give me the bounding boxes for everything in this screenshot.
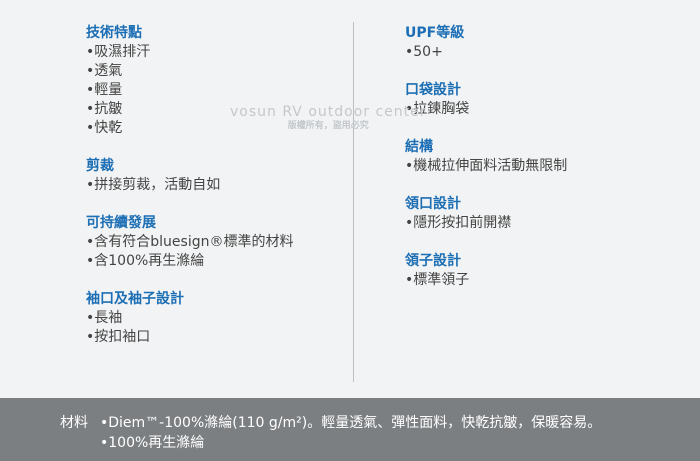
section-features: 技術特點 •吸濕排汗 •透氣 •輕量 •抗皺 •快乾 — [86, 24, 346, 138]
feature-item: •抗皺 — [86, 101, 123, 117]
feature-item: •標準領子 — [405, 272, 470, 288]
feature-item: •吸濕排汗 — [86, 44, 151, 60]
section-title: 剪裁 — [86, 158, 114, 174]
section-structure: 結構 •機械拉伸面料活動無限制 — [405, 138, 690, 176]
section-collar: 領子設計 •標準領子 — [405, 252, 690, 290]
section-title: 口袋設計 — [405, 82, 461, 98]
feature-item: •快乾 — [86, 120, 123, 136]
materials-footer: 材料 •Diem™-100%滌綸(110 g/m²)。輕量透氣、彈性面料，快乾抗… — [0, 398, 700, 461]
section-neckline: 領口設計 •隱形按扣前開襟 — [405, 195, 690, 233]
section-upf: UPF等級 •50+ — [405, 24, 690, 62]
section-title: 領口設計 — [405, 196, 461, 212]
materials-line: •100%再生滌綸 — [100, 435, 205, 451]
materials-label: 材料 — [60, 415, 88, 431]
spec-panel: 技術特點 •吸濕排汗 •透氣 •輕量 •抗皺 •快乾 剪裁 •拼接剪裁，活動自如… — [86, 22, 690, 382]
feature-item: •透氣 — [86, 63, 123, 79]
materials-line: •Diem™-100%滌綸(110 g/m²)。輕量透氣、彈性面料，快乾抗皺，保… — [100, 415, 602, 431]
feature-item: •按扣袖口 — [86, 329, 151, 345]
feature-item: •50+ — [405, 44, 443, 60]
section-title: 結構 — [405, 139, 433, 155]
feature-item: •含有符合bluesign®標準的材料 — [86, 234, 294, 250]
right-column: UPF等級 •50+ 口袋設計 •拉鍊胸袋 結構 •機械拉伸面料活動無限制 領口… — [405, 24, 690, 309]
feature-item: •含100%再生滌綸 — [86, 253, 205, 269]
section-sustainability: 可持續發展 •含有符合bluesign®標準的材料 •含100%再生滌綸 — [86, 214, 346, 271]
section-title: 袖口及袖子設計 — [86, 291, 184, 307]
section-pocket: 口袋設計 •拉鍊胸袋 — [405, 81, 690, 119]
section-title: 領子設計 — [405, 253, 461, 269]
feature-item: •拼接剪裁，活動自如 — [86, 177, 221, 193]
section-title: 可持續發展 — [86, 215, 156, 231]
left-column: 技術特點 •吸濕排汗 •透氣 •輕量 •抗皺 •快乾 剪裁 •拼接剪裁，活動自如… — [86, 24, 346, 366]
section-title: 技術特點 — [86, 25, 142, 41]
column-divider — [353, 22, 354, 382]
feature-item: •輕量 — [86, 82, 123, 98]
section-cut: 剪裁 •拼接剪裁，活動自如 — [86, 157, 346, 195]
feature-item: •機械拉伸面料活動無限制 — [405, 158, 568, 174]
section-title: UPF等級 — [405, 25, 465, 41]
feature-item: •長袖 — [86, 310, 123, 326]
section-sleeve: 袖口及袖子設計 •長袖 •按扣袖口 — [86, 290, 346, 347]
feature-item: •拉鍊胸袋 — [405, 101, 470, 117]
feature-item: •隱形按扣前開襟 — [405, 215, 512, 231]
